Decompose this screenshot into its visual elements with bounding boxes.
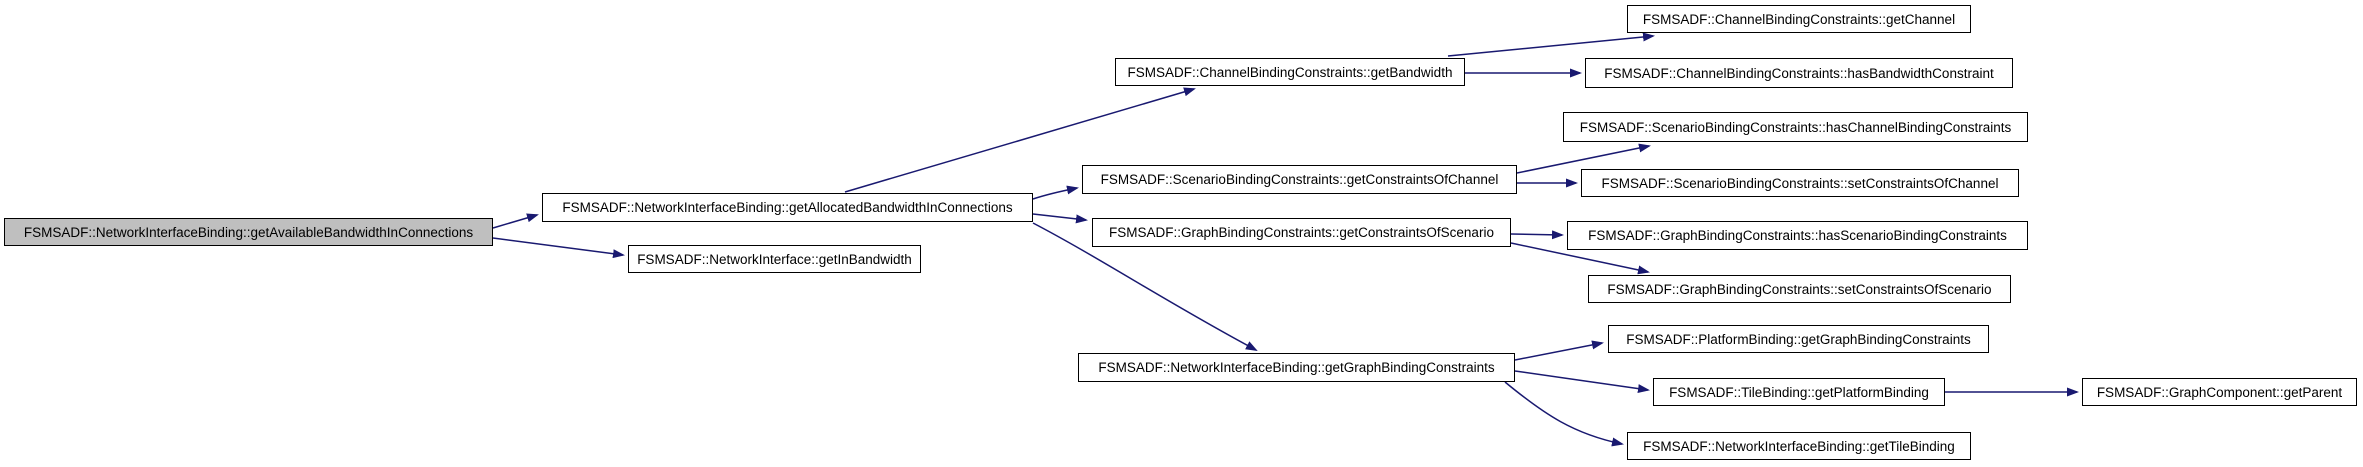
node-getBandwidth[interactable]: FSMSADF::ChannelBindingConstraints::getB… xyxy=(1115,58,1465,86)
node-getAllocatedBandwidthInConnections[interactable]: FSMSADF::NetworkInterfaceBinding::getAll… xyxy=(542,193,1033,222)
edge-allocated-to-getBandwidth xyxy=(844,87,1196,193)
edge-available-to-allocated xyxy=(492,213,539,229)
node-getChannel[interactable]: FSMSADF::ChannelBindingConstraints::getC… xyxy=(1627,5,1971,33)
node-pb-getGraphBindingConstraints[interactable]: FSMSADF::PlatformBinding::getGraphBindin… xyxy=(1608,325,1989,353)
edge-getConstraintsOfScenario-to-hasScenarioBindingConstraints xyxy=(1510,230,1564,240)
node-hasChannelBindingConstraints[interactable]: FSMSADF::ScenarioBindingConstraints::has… xyxy=(1563,112,2028,142)
node-setConstraintsOfScenario[interactable]: FSMSADF::GraphBindingConstraints::setCon… xyxy=(1588,275,2011,303)
edge-nibGraphBC-to-platformGraphBC xyxy=(1514,340,1604,361)
edge-allocated-to-nib-getGraphBindingConstraints xyxy=(1032,222,1258,351)
node-nib-getGraphBindingConstraints[interactable]: FSMSADF::NetworkInterfaceBinding::getGra… xyxy=(1078,353,1515,382)
edge-allocated-to-getConstraintsOfChannel xyxy=(1032,185,1079,200)
edge-getConstraintsOfScenario-to-setConstraintsOfScenario xyxy=(1510,242,1650,275)
node-hasScenarioBindingConstraints[interactable]: FSMSADF::GraphBindingConstraints::hasSce… xyxy=(1567,221,2028,250)
node-getConstraintsOfScenario[interactable]: FSMSADF::GraphBindingConstraints::getCon… xyxy=(1092,218,1511,247)
node-gc-getParent[interactable]: FSMSADF::GraphComponent::getParent xyxy=(2082,378,2357,406)
node-hasBandwidthConstraint[interactable]: FSMSADF::ChannelBindingConstraints::hasB… xyxy=(1585,58,2013,88)
edge-allocated-to-getConstraintsOfScenario xyxy=(1032,213,1088,224)
node-getInBandwidth[interactable]: FSMSADF::NetworkInterface::getInBandwidt… xyxy=(628,245,921,273)
edge-getConstraintsOfChannel-to-hasChannelBindingConstraints xyxy=(1516,143,1651,174)
node-getConstraintsOfChannel[interactable]: FSMSADF::ScenarioBindingConstraints::get… xyxy=(1082,165,1517,194)
node-tb-getPlatformBinding[interactable]: FSMSADF::TileBinding::getPlatformBinding xyxy=(1653,378,1945,406)
edge-nibGraphBC-to-tileGetPlatformBinding xyxy=(1514,370,1650,394)
edge-nibGraphBC-to-getTileBinding xyxy=(1504,381,1624,447)
edge-getBandwidth-to-getChannel xyxy=(1447,32,1655,57)
node-nib-getTileBinding[interactable]: FSMSADF::NetworkInterfaceBinding::getTil… xyxy=(1627,432,1971,460)
node-getAvailableBandwidthInConnections: FSMSADF::NetworkInterfaceBinding::getAva… xyxy=(4,218,493,246)
edge-available-to-getInBandwidth xyxy=(492,237,625,259)
node-setConstraintsOfChannel[interactable]: FSMSADF::ScenarioBindingConstraints::set… xyxy=(1581,169,2019,197)
